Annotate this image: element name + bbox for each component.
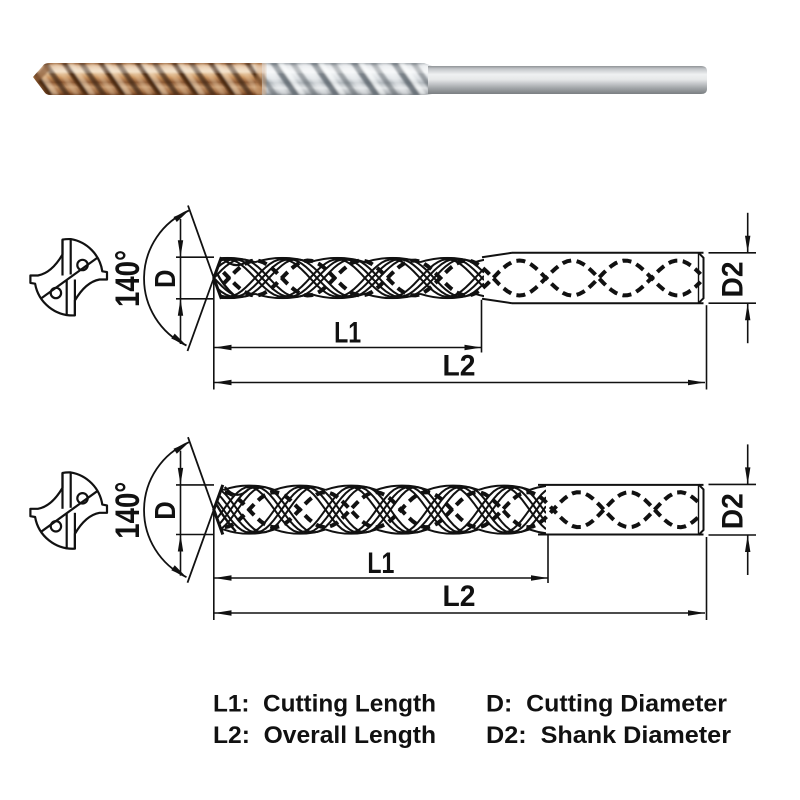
svg-text:D2: D2 [717,493,750,529]
svg-text:D: D [150,501,182,520]
svg-text:140°: 140° [109,250,147,307]
svg-text:L1: L1 [367,547,394,580]
svg-text:L1: L1 [334,317,361,350]
svg-text:L2: L2 [443,350,476,383]
svg-text:L1: Cutting Length: L1: Cutting Length [213,691,436,718]
svg-text:D: Cutting Diameter: D: Cutting Diameter [486,691,727,718]
svg-text:D2: Shank Diameter: D2: Shank Diameter [486,722,731,749]
svg-text:140°: 140° [109,482,147,539]
svg-text:D: D [150,270,182,289]
svg-text:L2: L2 [443,580,476,613]
svg-text:D2: D2 [717,262,750,298]
svg-text:L2: Overall Length: L2: Overall Length [213,722,436,749]
